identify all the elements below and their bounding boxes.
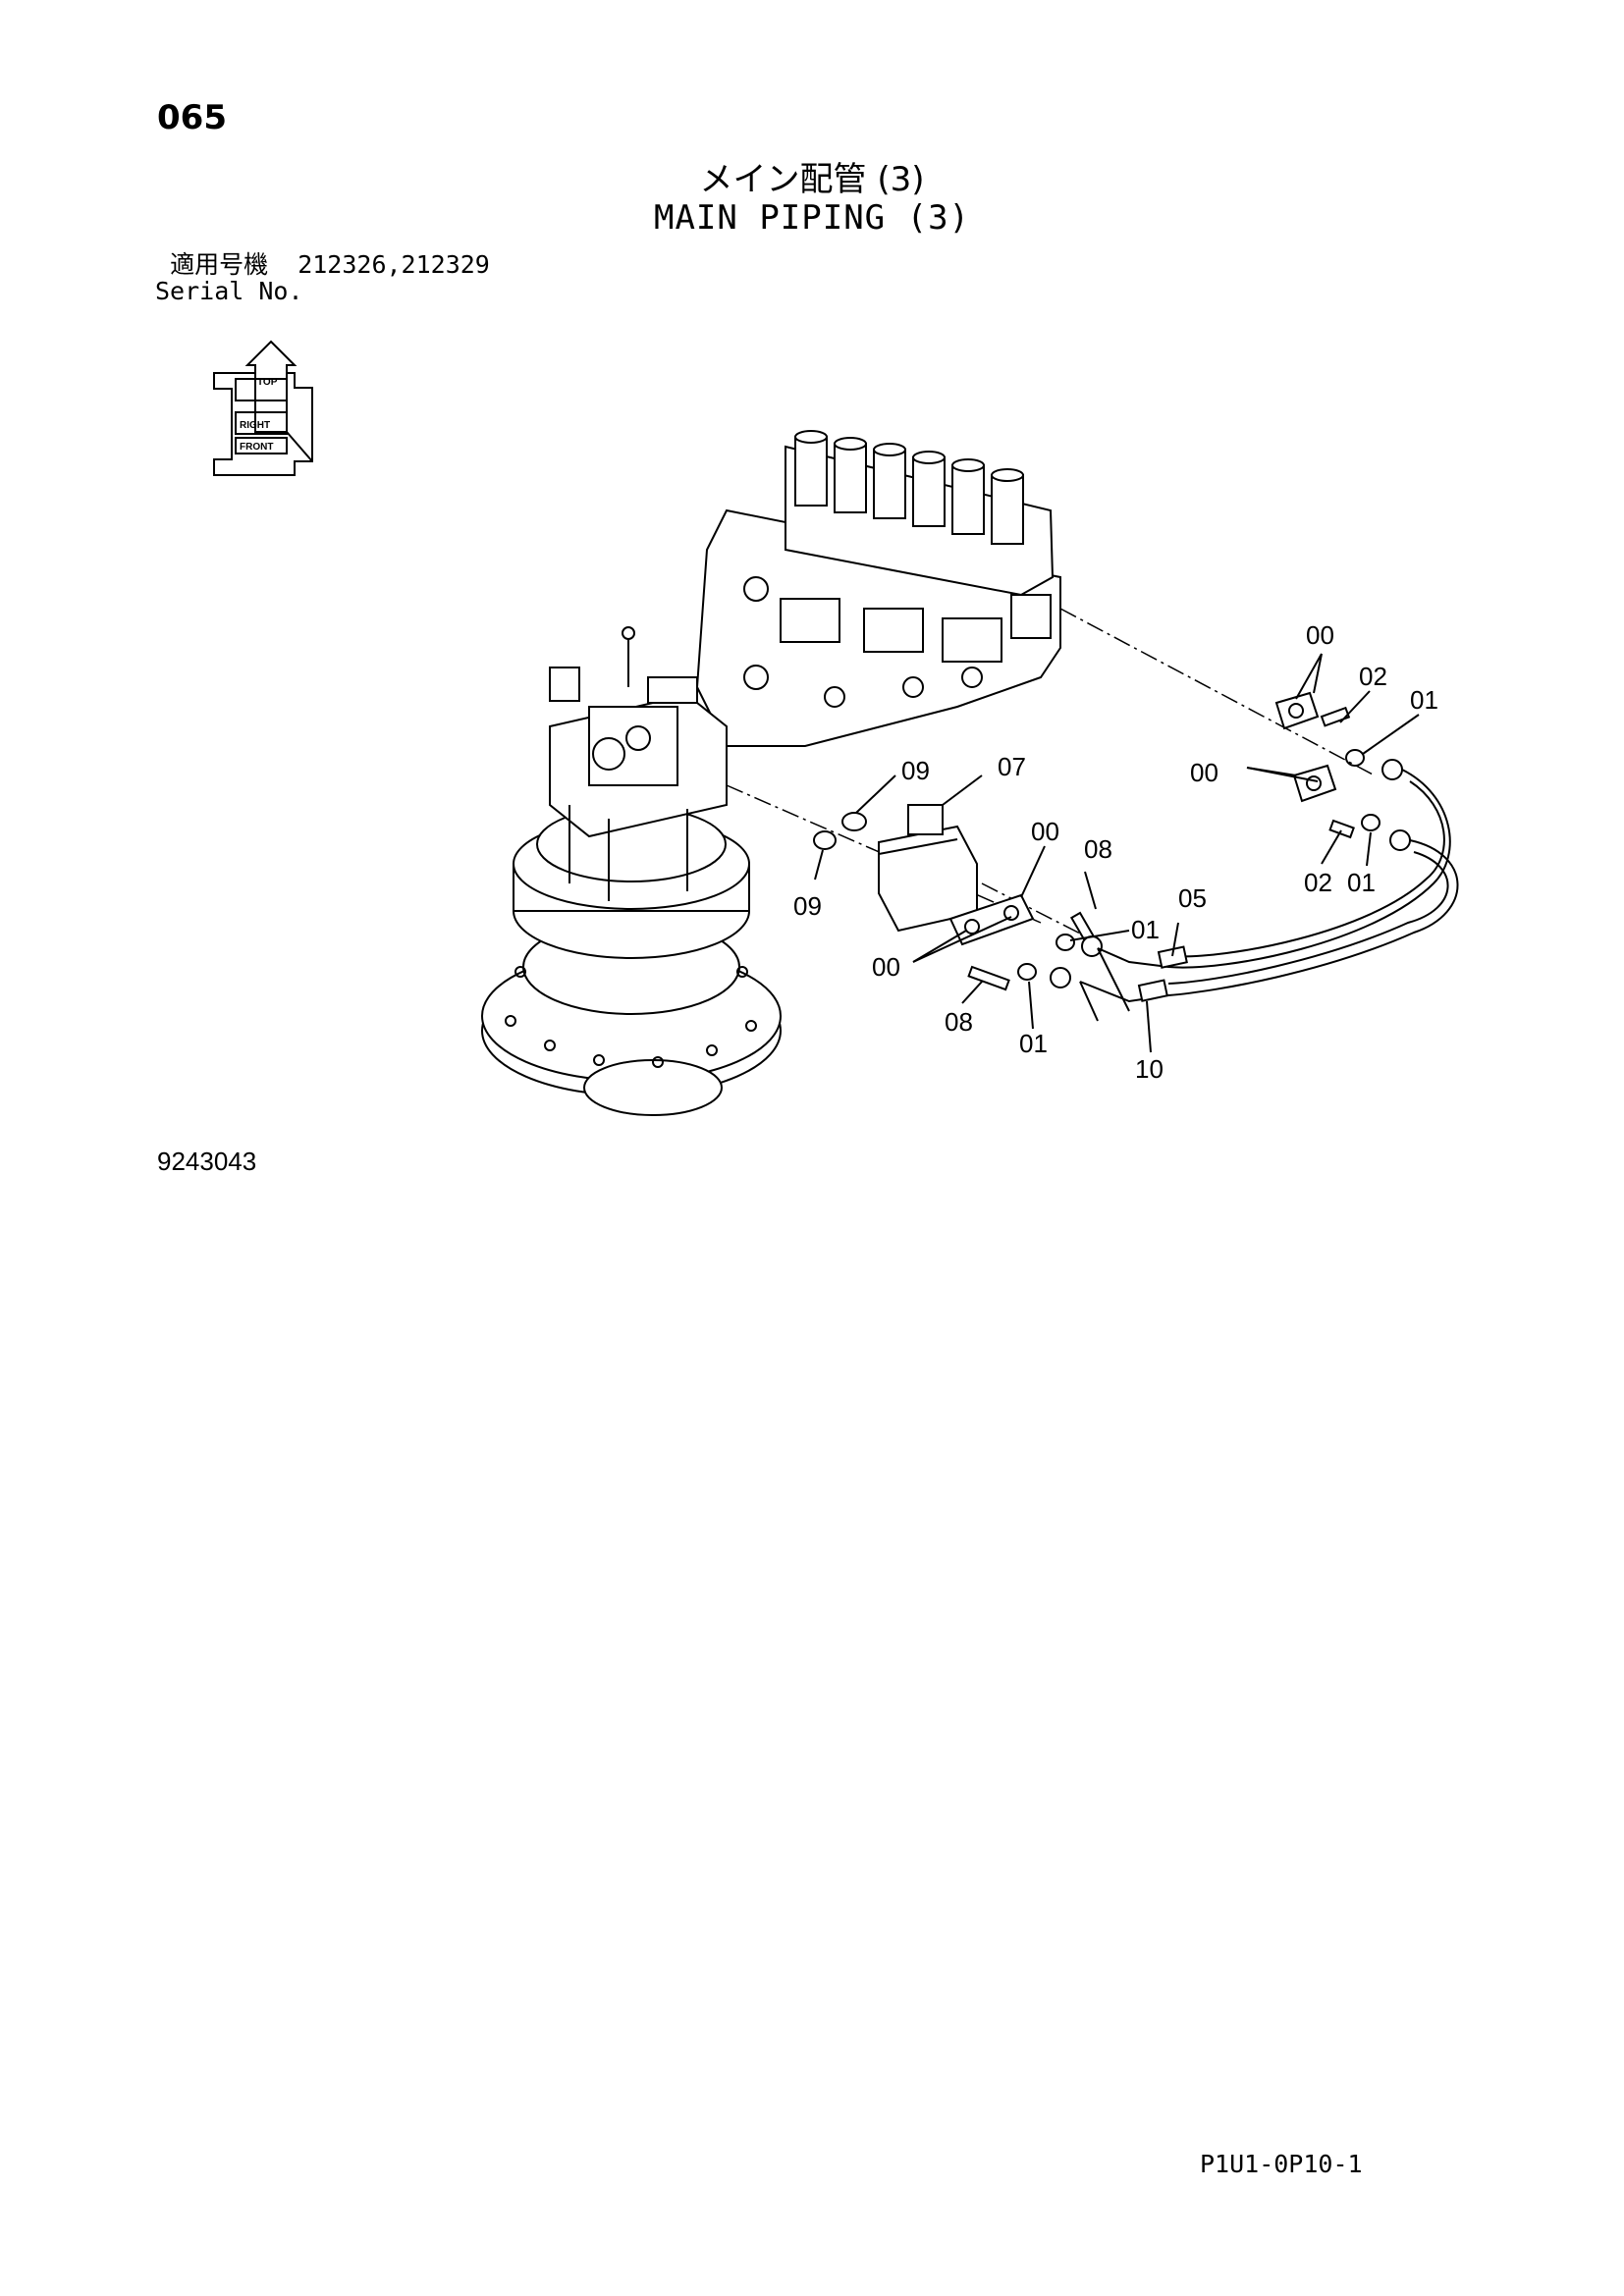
page-title-english: MAIN PIPING (3) xyxy=(653,198,971,238)
callout-08-upper: 08 xyxy=(1084,834,1112,864)
callout-08-lower: 08 xyxy=(945,1007,973,1037)
callout-01-middle: 01 xyxy=(1347,868,1376,897)
valve-block-assembly xyxy=(813,804,978,933)
page-title-japanese: メイン配管 (3) xyxy=(699,160,925,199)
lower-flange-group xyxy=(948,893,1103,991)
orientation-top: TOP xyxy=(257,377,278,388)
callout-02-middle: 02 xyxy=(1304,868,1332,897)
callout-05: 05 xyxy=(1178,883,1207,913)
control-valve-drawing xyxy=(695,430,1061,747)
callout-07: 07 xyxy=(998,752,1026,781)
orientation-front: FRONT xyxy=(240,442,273,453)
swing-motor-drawing xyxy=(481,626,782,1116)
callout-02-upper: 02 xyxy=(1359,662,1387,691)
callout-00-upper: 00 xyxy=(1306,620,1334,650)
serial-row: 適用号機 212326,212329 xyxy=(155,251,490,278)
callout-01-upper: 01 xyxy=(1410,685,1438,715)
orientation-indicator-icon: TOP RIGHT FRONT xyxy=(213,340,313,476)
drawing-id: 9243043 xyxy=(157,1147,257,1176)
serial-label-english: Serial No. xyxy=(155,277,303,305)
leader-lines xyxy=(814,653,1420,1053)
callout-00-middle: 00 xyxy=(1190,758,1218,787)
serial-number-block: 適用号機 212326,212329 Serial No. xyxy=(155,251,490,304)
serial-numbers: 212326,212329 xyxy=(298,250,490,279)
callout-09-upper: 09 xyxy=(901,756,930,785)
orientation-right: RIGHT xyxy=(240,420,270,431)
callout-00-block: 00 xyxy=(1031,817,1059,846)
callout-09-lower: 09 xyxy=(793,891,822,921)
callout-01-lower: 01 xyxy=(1019,1029,1048,1058)
page-code: P1U1-0P10-1 xyxy=(1200,2150,1363,2178)
callout-01-block: 01 xyxy=(1131,915,1160,944)
callout-00-lower: 00 xyxy=(872,952,900,982)
hose-assembly xyxy=(1079,769,1459,1022)
serial-label-japanese: 適用号機 xyxy=(170,250,269,279)
upper-flange-group xyxy=(1274,691,1411,851)
page-number: 065 xyxy=(157,98,227,137)
callout-10: 10 xyxy=(1135,1054,1164,1084)
